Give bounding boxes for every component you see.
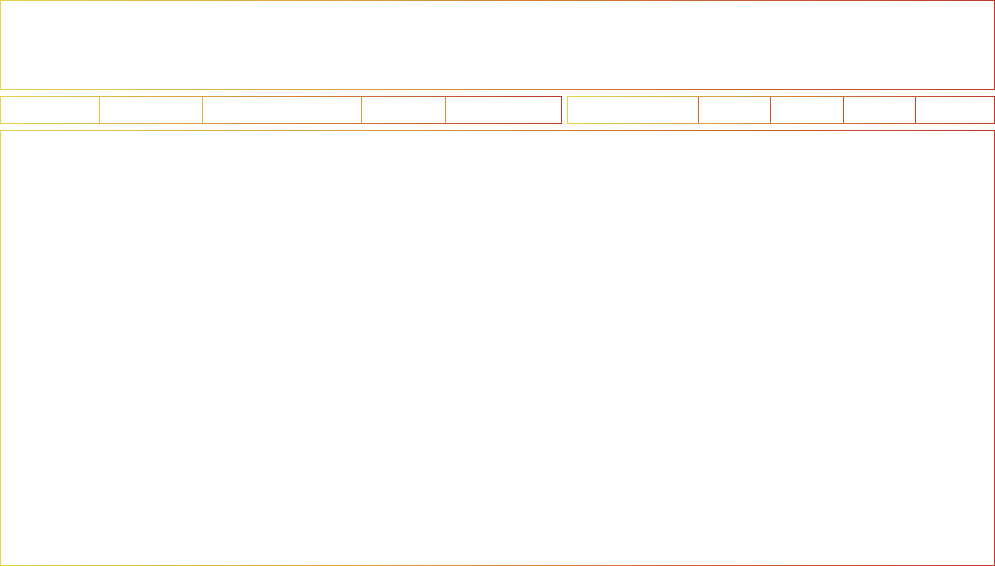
nav-divider [915,97,916,123]
nav-divider [843,97,844,123]
nav-bar-left [0,96,562,124]
main-content-panel [0,130,995,566]
header-panel [0,0,995,90]
nav-divider [445,97,446,123]
nav-divider [99,97,100,123]
nav-divider [202,97,203,123]
nav-divider [698,97,699,123]
nav-bar-right [567,96,995,124]
nav-divider [361,97,362,123]
nav-divider [770,97,771,123]
